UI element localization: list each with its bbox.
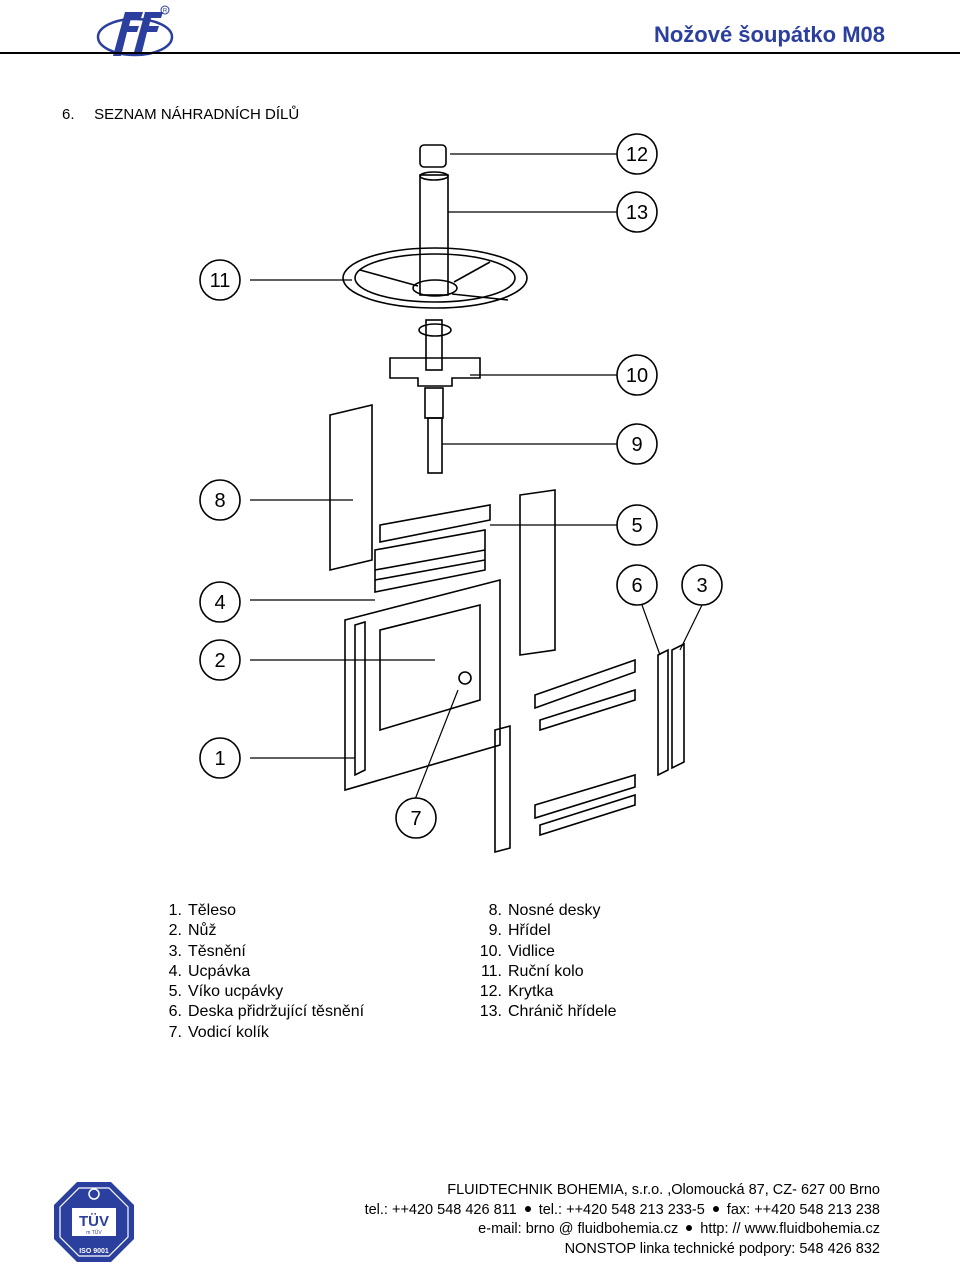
svg-text:m TÜV: m TÜV [86,1229,102,1236]
list-item: 3.Těsnění [168,942,246,960]
section-title: SEZNAM NÁHRADNÍCH DÍLŮ [94,106,300,123]
svg-text:TÜV: TÜV [79,1213,109,1230]
callout-7: 7 [410,808,421,830]
section-heading: 6. SEZNAM NÁHRADNÍCH DÍLŮ [62,106,299,123]
list-item: 1.Těleso [168,902,237,919]
list-item: 13.Chránič hřídele [479,1003,617,1021]
svg-text:R: R [163,9,168,15]
callout-2: 2 [214,650,225,672]
footer-address: FLUIDTECHNIK BOHEMIA, s.r.o. ,Olomoucká … [447,1182,880,1198]
header-divider [0,52,960,54]
exploded-view-drawing: 12 13 11 10 9 8 5 6 3 4 2 1 7 [199,133,723,854]
list-item: 11.Ruční kolo [480,962,584,980]
list-item: 10.Vidlice [479,942,555,960]
callout-12: 12 [626,144,648,166]
email-link[interactable]: e-mail: brno @ fluidbohemia.cz [478,1221,679,1237]
callout-13: 13 [626,202,648,224]
footer-contacts: e-mail: brno @ fluidbohemia.cz http: // w… [365,1220,880,1240]
tuv-iso-badge: TÜV m TÜV ISO 9001 [54,1182,134,1262]
list-item: 2.Nůž [168,922,217,940]
footer-support: NONSTOP linka technické podpory: 548 426… [564,1240,880,1257]
document-title: Nožové šoupátko M08 [653,22,885,47]
callout-1: 1 [214,748,225,770]
list-item: 9.Hřídel [488,922,551,940]
list-item: 7.Vodicí kolík [168,1023,269,1041]
callout-11: 11 [210,270,231,292]
list-item: 6.Deska přidržující těsnění [168,1003,365,1021]
callout-3: 3 [696,575,707,597]
company-footer: FLUIDTECHNIK BOHEMIA, s.r.o. ,Olomoucká … [365,1181,880,1259]
section-number: 6. [62,106,75,123]
callout-5: 5 [631,515,642,537]
parts-list-right: 8.Nosné desky 9.Hřídel 10.Vidlice 11.Ruč… [470,901,617,1023]
callout-10: 10 [626,365,648,387]
list-item: 4.Ucpávka [168,962,251,980]
svg-text:ISO 9001: ISO 9001 [79,1248,109,1255]
callout-4: 4 [214,592,225,614]
parts-list-left: 1.Těleso 2.Nůž 3.Těsnění 4.Ucpávka 5.Vík… [150,901,364,1043]
company-logo: R [96,5,174,57]
callout-8: 8 [214,490,225,512]
list-item: 5.Víko ucpávky [168,983,284,1001]
list-item: 12.Krytka [479,983,554,1001]
callout-9: 9 [631,434,642,456]
web-link[interactable]: http: // www.fluidbohemia.cz [700,1221,880,1237]
callout-6: 6 [631,575,642,597]
list-item: 8.Nosné desky [488,902,601,919]
